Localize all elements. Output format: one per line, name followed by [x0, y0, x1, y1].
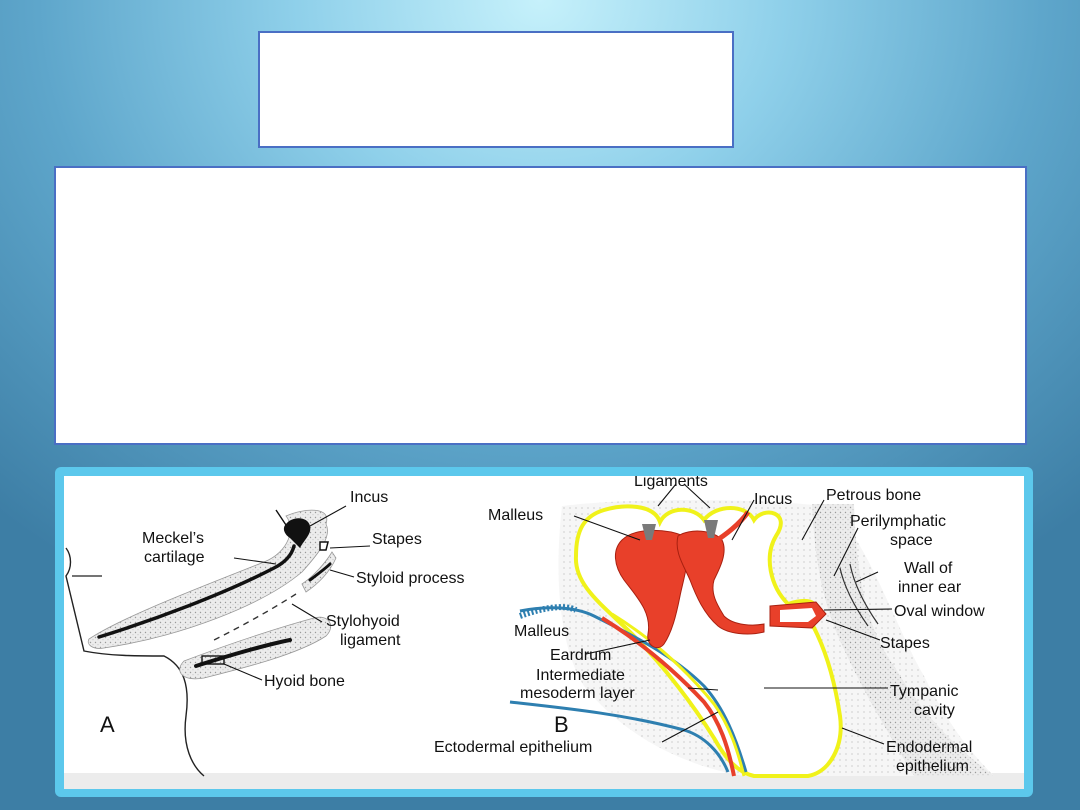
label-ectodermal: Ectodermal epithelium	[434, 739, 592, 756]
label-wall-1: Wall of	[904, 560, 953, 577]
figure-frame: Incus Meckel’s cartilage Stapes Styloid …	[55, 467, 1033, 797]
leader-intermediate	[687, 687, 719, 691]
stapes-footplate-window	[780, 608, 816, 622]
label-stylohyoid-2: ligament	[340, 632, 401, 649]
label-stapes-a: Stapes	[372, 531, 422, 548]
label-meckel-2: cartilage	[144, 549, 205, 566]
leader-stapes-b	[825, 619, 881, 641]
ligament-2	[704, 520, 718, 538]
label-perilymph-1: Perilymphatic	[850, 513, 946, 530]
leader-stylohyoid	[291, 603, 323, 623]
petrous-bone-region	[812, 504, 994, 776]
meckels-cartilage	[97, 544, 296, 639]
panel-a-letter: A	[100, 712, 115, 737]
label-endodermal-1: Endodermal	[886, 739, 972, 756]
label-intermediate-1: Intermediate	[536, 667, 625, 684]
label-perilymph-2: space	[890, 532, 933, 549]
label-endodermal-2: epithelium	[896, 758, 969, 775]
ectoderm-canal-bottom	[509, 700, 730, 773]
leader-styloid	[329, 569, 355, 578]
leader-petrous	[801, 499, 825, 541]
leader-incus-a	[309, 505, 347, 527]
slide-title-box	[258, 31, 734, 148]
intermediate-mesoderm-layer	[600, 616, 736, 777]
label-eardrum: Eardrum	[550, 647, 611, 664]
leader-oval	[823, 608, 893, 611]
leader-wall	[855, 571, 879, 583]
label-oval-window: Oval window	[894, 603, 985, 620]
label-incus-b: Incus	[754, 491, 792, 508]
face-profile-outline	[65, 547, 205, 777]
incus-shape	[283, 518, 311, 548]
incus-shape-b	[676, 530, 765, 635]
label-stylohyoid-1: Stylohyoid	[326, 613, 400, 630]
panel-b: Ligaments Malleus Incus Petrous bone Per…	[434, 476, 994, 778]
leader-endodermal	[841, 727, 885, 745]
figure-canvas: Incus Meckel’s cartilage Stapes Styloid …	[64, 476, 1024, 789]
incus-pointer-line	[275, 509, 293, 535]
styloid-process-shape	[308, 562, 332, 582]
leader-ligaments-2	[683, 483, 711, 509]
first-arch-region	[87, 509, 328, 649]
label-stapes-b: Stapes	[880, 635, 930, 652]
leader-malleus-top	[573, 515, 641, 541]
leader-ligaments-1	[657, 483, 677, 507]
wall-inner-ear-line-1	[839, 567, 869, 627]
label-styloid: Styloid process	[356, 570, 465, 587]
panel-a: Incus Meckel’s cartilage Stapes Styloid …	[65, 489, 465, 777]
slide-content-box	[54, 166, 1027, 445]
label-wall-2: inner ear	[898, 579, 962, 596]
panel-b-letter: B	[554, 712, 569, 737]
endoderm-layer-drum	[611, 612, 746, 777]
label-intermediate-2: mesoderm layer	[520, 685, 635, 702]
ectoderm-canal-top	[518, 604, 578, 619]
leader-hyoid	[223, 663, 263, 681]
ligament-1	[642, 524, 656, 540]
hyoid-body-shape	[201, 655, 225, 665]
leader-ectodermal	[661, 711, 719, 743]
label-hyoid: Hyoid bone	[264, 673, 345, 690]
label-tympanic-2: cavity	[914, 702, 955, 719]
leader-meckel	[233, 557, 277, 565]
wall-inner-ear-line-2	[849, 563, 879, 625]
stapes-shape	[319, 541, 329, 551]
leader-eardrum	[585, 639, 651, 655]
label-tympanic-1: Tympanic	[890, 683, 958, 700]
label-incus-a: Incus	[350, 489, 388, 506]
leader-stapes-a	[329, 545, 371, 549]
label-malleus-top: Malleus	[488, 507, 543, 524]
label-petrous: Petrous bone	[826, 487, 921, 504]
leader-incus-b	[731, 499, 755, 541]
label-meckel-1: Meckel’s	[142, 530, 204, 547]
leader-perilymph	[833, 527, 859, 577]
label-malleus-left: Malleus	[514, 623, 569, 640]
hyoid-bone-shape	[194, 638, 292, 668]
ear-development-diagram: Incus Meckel’s cartilage Stapes Styloid …	[64, 476, 1024, 789]
label-ligaments: Ligaments	[634, 476, 708, 490]
